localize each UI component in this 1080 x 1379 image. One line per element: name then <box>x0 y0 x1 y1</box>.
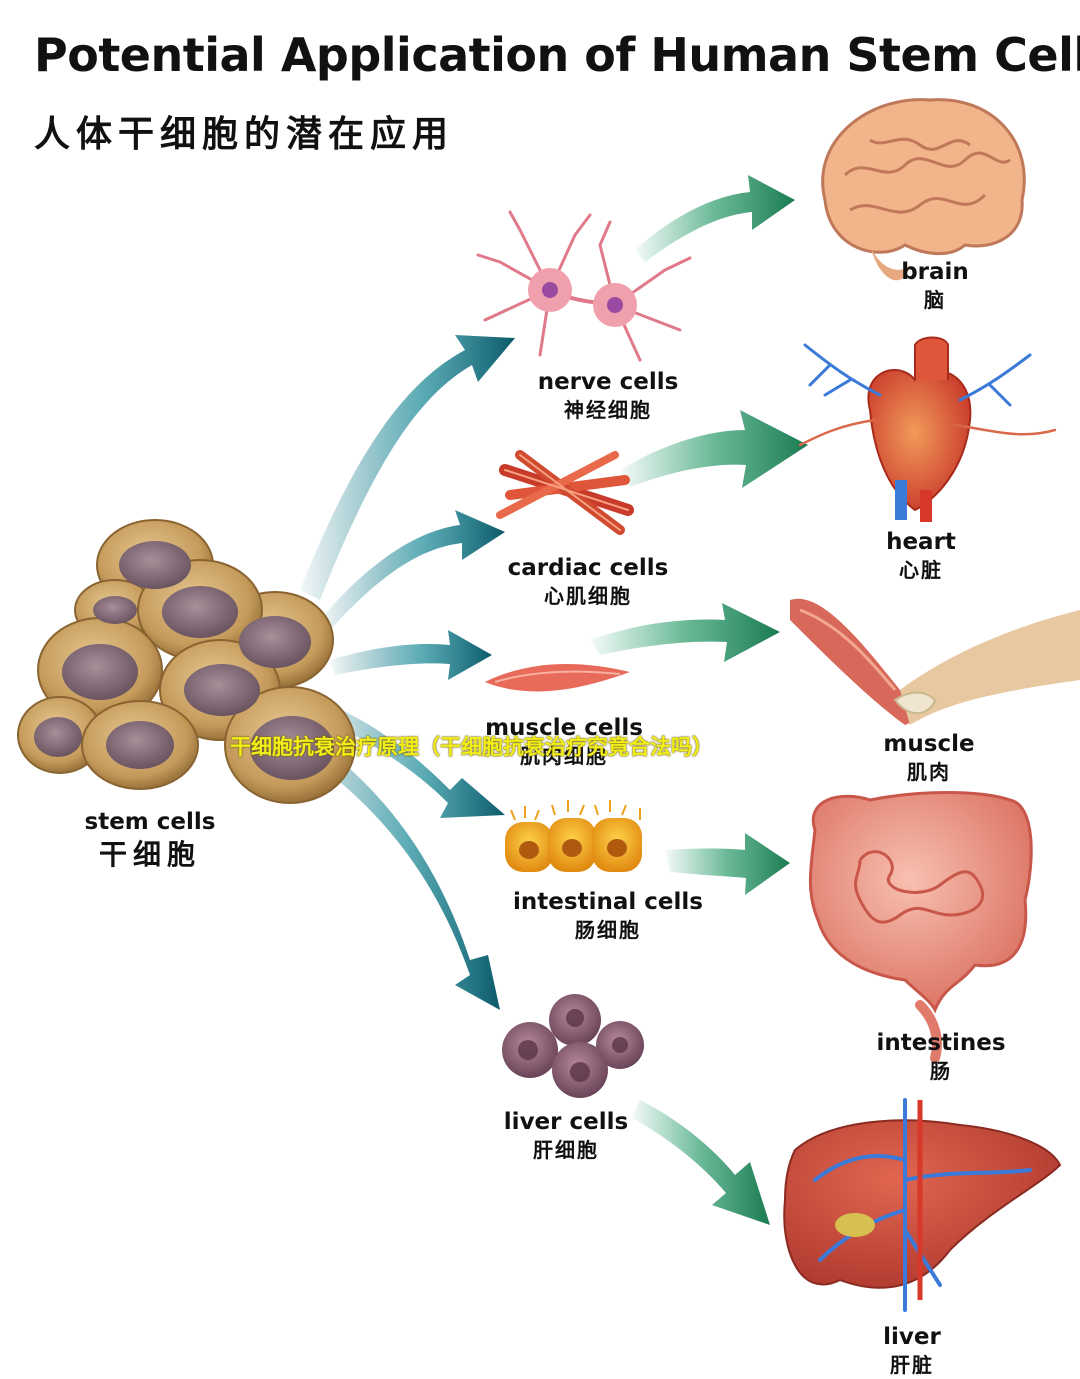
stem-cells-icon <box>17 519 356 804</box>
liver-cells-label-zh: 肝细胞 <box>533 1138 599 1162</box>
muscle-cells-label: muscle cells 肌肉细胞 <box>485 714 643 770</box>
cardiac-cells-label-en: cardiac cells <box>507 555 669 581</box>
cardiac-cells-label-zh: 心肌细胞 <box>543 584 632 608</box>
liver-cells-label: liver cells 肝细胞 <box>504 1108 628 1164</box>
muscle-cells-icon <box>485 663 630 692</box>
liver-label: liver 肝脏 <box>883 1323 941 1379</box>
cell-to-organ-arrows <box>590 175 808 1225</box>
overlay-caption: 干细胞抗衰治疗原理（干细胞抗衰治疗究竟合法吗） <box>230 735 713 759</box>
nerve-cells-label: nerve cells 神经细胞 <box>538 368 679 424</box>
liver-label-zh: 肝脏 <box>889 1353 934 1377</box>
muscle-cells-label-zh: 肌肉细胞 <box>519 744 608 768</box>
heart-label-en: heart <box>886 529 956 555</box>
muscle-cells-label-en: muscle cells <box>485 715 643 741</box>
stem-cells-label-zh: 干细胞 <box>98 838 202 871</box>
intestines-label-zh: 肠 <box>930 1059 952 1083</box>
muscle-label-en: muscle <box>883 731 975 757</box>
liver-cells-label-en: liver cells <box>503 1109 629 1135</box>
intestines-label-en: intestines <box>876 1030 1006 1056</box>
intestinal-cells-label-en: intestinal cells <box>513 889 703 915</box>
brain-icon <box>821 98 1026 281</box>
stem-cells-label-en: stem cells <box>84 809 216 835</box>
brain-label-zh: 脑 <box>924 288 946 312</box>
liver-label-en: liver <box>883 1324 941 1350</box>
nerve-cells-label-zh: 神经细胞 <box>563 398 652 422</box>
heart-icon <box>798 336 1057 522</box>
heart-label-zh: 心脏 <box>899 558 943 582</box>
liver-cells-icon <box>502 994 644 1098</box>
muscle-icon <box>790 598 1080 725</box>
liver-icon <box>783 1098 1062 1312</box>
brain-label: brain 脑 <box>901 258 969 314</box>
intestinal-cells-label: intestinal cells 肠细胞 <box>513 888 703 944</box>
cardiac-cells-label: cardiac cells 心肌细胞 <box>508 554 669 610</box>
stem-to-cell-arrows <box>290 335 515 1010</box>
intestines-label: intestines 肠 <box>876 1029 1005 1085</box>
page-title-en: Potential Application of Human Stem Cell… <box>34 28 1080 82</box>
nerve-cells-label-en: nerve cells <box>537 369 679 395</box>
nerve-cell-bodies <box>528 268 637 327</box>
muscle-label-zh: 肌肉 <box>907 760 951 784</box>
intestines-icon <box>808 791 1033 1063</box>
page-title-zh: 人体干细胞的潜在应用 <box>34 114 455 155</box>
brain-label-en: brain <box>901 259 969 285</box>
heart-label: heart 心脏 <box>886 528 956 584</box>
intestinal-cells-label-zh: 肠细胞 <box>575 918 641 942</box>
stem-cells-label: stem cells 干细胞 <box>85 808 216 874</box>
cardiac-cells-icon <box>496 450 634 535</box>
muscle-label: muscle 肌肉 <box>883 730 974 786</box>
intestinal-cells-icon <box>505 800 642 872</box>
